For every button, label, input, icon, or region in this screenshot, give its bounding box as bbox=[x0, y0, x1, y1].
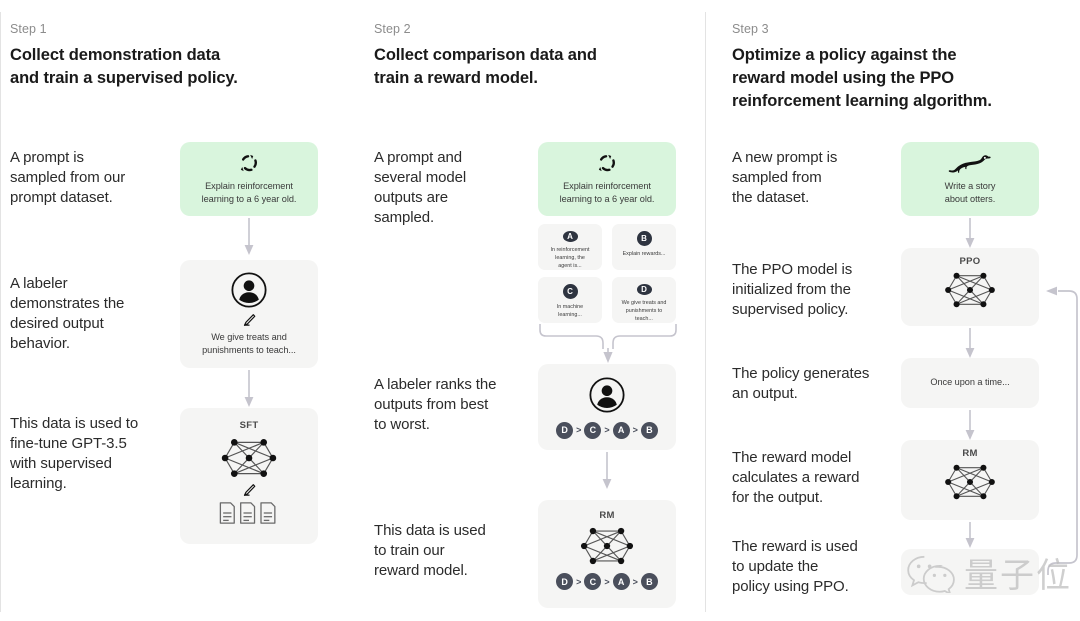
rank-badge-4: B bbox=[640, 421, 658, 439]
person-avatar-icon bbox=[230, 271, 268, 309]
prompt-card-caption-step3: Write a story about otters. bbox=[944, 180, 996, 204]
output-card-b[interactable]: B Explain rewards... bbox=[612, 224, 676, 270]
step-label-1: Step 1 bbox=[10, 22, 47, 36]
arrow-down-7 bbox=[965, 522, 975, 548]
arrow-down-3 bbox=[602, 452, 612, 489]
policy-output-caption: Once upon a time... bbox=[930, 377, 1010, 388]
ppo-card-tag: PPO bbox=[959, 256, 981, 267]
neural-network-icon bbox=[578, 524, 636, 568]
prompt-card-caption-step1: Explain reinforcement learning to a 6 ye… bbox=[201, 180, 297, 204]
step2-text-2: A labeler ranks the outputs from best to… bbox=[374, 376, 497, 434]
rm-rank-sep-2: > bbox=[604, 576, 610, 587]
rm-card-tag-step3: RM bbox=[962, 448, 978, 459]
neural-network-icon bbox=[942, 461, 998, 503]
column-divider-1 bbox=[0, 12, 1, 612]
pencil-icon bbox=[241, 482, 257, 498]
rank-badge-1: D bbox=[556, 421, 574, 439]
merge-brace-arrow bbox=[539, 324, 677, 363]
step-title-1: Collect demonstration data and train a s… bbox=[10, 46, 238, 87]
step3-text-1: A new prompt is sampled from the dataset… bbox=[732, 149, 838, 207]
rm-rank-sep-1: > bbox=[576, 576, 582, 587]
step3-text-3: The policy generates an output. bbox=[732, 365, 870, 403]
rank-badge-3: A bbox=[612, 421, 630, 439]
policy-output-card-step3[interactable]: Once upon a time... bbox=[901, 358, 1039, 408]
output-badge-a: A bbox=[562, 231, 578, 242]
sft-card-step1[interactable]: SFT bbox=[180, 408, 318, 544]
step3-text-2: The PPO model is initialized from the su… bbox=[732, 261, 853, 319]
sparkle-loop-icon bbox=[596, 152, 618, 174]
prompt-card-step1[interactable]: Explain reinforcement learning to a 6 ye… bbox=[180, 142, 318, 216]
column-step-2: Step 2 Collect comparison data and train… bbox=[346, 0, 706, 621]
step-label-2: Step 2 bbox=[374, 22, 411, 36]
step3-text-5: The reward is used to update the policy … bbox=[732, 538, 858, 596]
sparkle-loop-icon bbox=[238, 152, 260, 174]
output-caption-c: In machine learning... bbox=[556, 304, 584, 319]
column-step-1: Step 1 Collect demonstration data and tr… bbox=[0, 0, 346, 621]
person-avatar-icon bbox=[588, 376, 626, 414]
rm-card-step2[interactable]: RM D bbox=[538, 500, 676, 608]
documents-icon bbox=[218, 501, 280, 525]
arrow-down-6 bbox=[965, 410, 975, 440]
step2-text-1: A prompt and several model outputs are s… bbox=[374, 149, 467, 227]
rank-card-step2[interactable]: D > C > A > B bbox=[538, 364, 676, 450]
output-caption-a: In reinforcement learning, the agent is.… bbox=[550, 246, 590, 269]
output-caption-d: We give treats and punishments to teach.… bbox=[621, 299, 667, 322]
rm-card-tag-step2: RM bbox=[599, 510, 615, 521]
column-step-3: Step 3 Optimize a policy against the rew… bbox=[706, 0, 1080, 621]
prompt-card-step3[interactable]: Write a story about otters. bbox=[901, 142, 1039, 216]
step1-text-1: A prompt is sampled from our prompt data… bbox=[10, 149, 126, 207]
rank-sep-1: > bbox=[576, 425, 582, 435]
step-title-3: Optimize a policy against the reward mod… bbox=[732, 46, 992, 110]
step-title-2: Collect comparison data and train a rewa… bbox=[374, 46, 597, 87]
ppo-card-step3[interactable]: PPO bbox=[901, 248, 1039, 326]
step3-text-4: The reward model calculates a reward for… bbox=[732, 449, 860, 507]
arrow-down-4 bbox=[965, 218, 975, 248]
output-badge-b: B bbox=[636, 231, 652, 246]
step2-text-3: This data is used to train our reward mo… bbox=[374, 522, 486, 580]
prompt-card-caption-step2: Explain reinforcement learning to a 6 ye… bbox=[559, 180, 655, 204]
rank-badge-2: C bbox=[584, 421, 602, 439]
neural-network-icon bbox=[219, 435, 279, 481]
output-card-d[interactable]: D We give treats and punishments to teac… bbox=[612, 277, 676, 323]
pencil-icon bbox=[241, 312, 257, 328]
step-label-3: Step 3 bbox=[732, 22, 769, 36]
rm-card-step3[interactable]: RM bbox=[901, 440, 1039, 520]
output-card-a[interactable]: A In reinforcement learning, the agent i… bbox=[538, 224, 602, 270]
step1-text-3: This data is used to fine-tune GPT-3.5 w… bbox=[10, 415, 139, 493]
arrow-down-5 bbox=[965, 328, 975, 358]
ranking-row-step2-rm: D > C > A > B bbox=[556, 573, 658, 590]
output-badge-c: C bbox=[562, 284, 578, 299]
arrow-down-1 bbox=[244, 218, 254, 255]
rm-rank-badge-3: A bbox=[612, 573, 630, 590]
reward-feedback-arrow bbox=[1046, 286, 1078, 575]
ranking-row-step2-labeler: D > C > A > B bbox=[556, 421, 658, 439]
step1-text-2: A labeler demonstrates the desired outpu… bbox=[10, 275, 125, 353]
neural-network-icon bbox=[942, 269, 998, 311]
rank-sep-3: > bbox=[632, 425, 638, 435]
otter-icon bbox=[948, 152, 992, 174]
rm-rank-badge-4: B bbox=[640, 573, 658, 590]
rank-sep-2: > bbox=[604, 425, 610, 435]
output-card-c[interactable]: C In machine learning... bbox=[538, 277, 602, 323]
rm-rank-badge-1: D bbox=[556, 573, 574, 590]
labeler-card-caption-step1: We give treats and punishments to teach.… bbox=[202, 331, 296, 355]
rm-rank-sep-3: > bbox=[632, 576, 638, 587]
sft-card-tag: SFT bbox=[239, 420, 259, 431]
arrow-down-2 bbox=[244, 370, 254, 407]
output-badge-d: D bbox=[636, 284, 652, 295]
reward-card-step3[interactable] bbox=[901, 549, 1039, 595]
output-caption-b: Explain rewards... bbox=[622, 251, 666, 257]
rm-rank-badge-2: C bbox=[584, 573, 602, 590]
labeler-card-step1[interactable]: We give treats and punishments to teach.… bbox=[180, 260, 318, 368]
prompt-card-step2[interactable]: Explain reinforcement learning to a 6 ye… bbox=[538, 142, 676, 216]
column-divider-2 bbox=[705, 12, 706, 612]
